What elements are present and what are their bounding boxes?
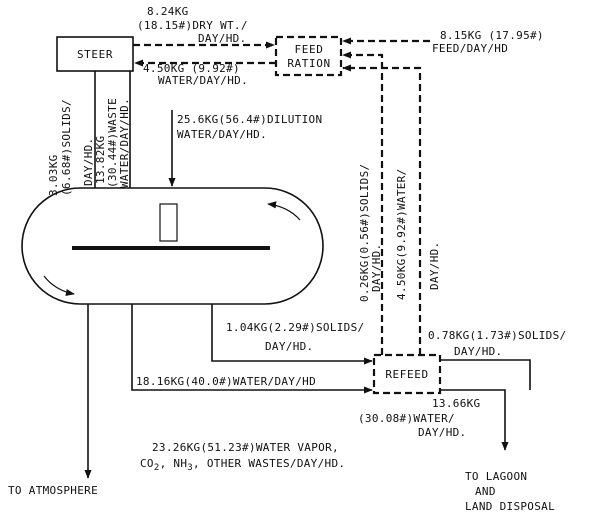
vapor-label: 23.26KG(51.23#)WATER VAPOR, CO2, NH3, OT… [140,441,345,473]
svg-text:DAY/HD.: DAY/HD. [418,426,466,439]
ration-label: RATION [287,57,330,70]
svg-text:0.78KG(1.73#)SOLIDS/: 0.78KG(1.73#)SOLIDS/ [428,329,566,342]
svg-text:WATER/DAY/HD.: WATER/DAY/HD. [177,128,267,141]
svg-text:AND: AND [475,485,496,498]
flow-arrow-left-icon [43,275,75,297]
return-water-arrow [342,64,422,355]
feed-label: FEED [295,43,324,56]
svg-text:WATER/DAY/HD.: WATER/DAY/HD. [158,74,248,87]
refeed-out-solids-label: 0.78KG(1.73#)SOLIDS/ DAY/HD. [428,329,566,358]
svg-text:23.26KG(51.23#)WATER VAPOR,: 23.26KG(51.23#)WATER VAPOR, [152,441,339,454]
lagoon-label: TO LAGOON AND LAND DISPOSAL [465,470,555,513]
steer-label: STEER [77,48,113,61]
svg-text:(18.15#)DRY WT./: (18.15#)DRY WT./ [137,19,248,32]
refeed-label: REFEED [385,368,428,381]
svg-text:DAY/HD.: DAY/HD. [370,244,383,292]
solids-to-refeed-arrow [211,304,373,365]
svg-text:CO2, NH3, OTHER WASTES/DAY/HD.: CO2, NH3, OTHER WASTES/DAY/HD. [140,457,345,473]
atmosphere-label: TO ATMOSPHERE [8,484,98,497]
svg-text:WATER/DAY/HD.: WATER/DAY/HD. [118,98,131,188]
steer-solids-label: 3.03KG (6.68#)SOLIDS/ DAY/HD. [47,99,95,196]
svg-text:(30.08#)WATER/: (30.08#)WATER/ [358,412,455,425]
svg-text:8.15KG (17.95#): 8.15KG (17.95#) [440,29,544,42]
oxidation-ditch [21,187,324,305]
svg-text:LAND DISPOSAL: LAND DISPOSAL [465,500,555,513]
svg-text:(6.68#)SOLIDS/: (6.68#)SOLIDS/ [60,99,73,196]
svg-text:1.04KG(2.29#)SOLIDS/: 1.04KG(2.29#)SOLIDS/ [226,321,364,334]
ditch-rotor [159,203,178,242]
to-refeed-solids-label: 1.04KG(2.29#)SOLIDS/ DAY/HD. [226,321,364,353]
svg-text:13.66KG: 13.66KG [432,397,480,410]
steer-waste-label: 13.82KG (30.44#)WASTE WATER/DAY/HD. [94,98,131,188]
svg-text:25.6KG(56.4#)DILUTION: 25.6KG(56.4#)DILUTION [177,113,322,126]
svg-text:DAY/HD.: DAY/HD. [454,345,502,358]
lagoon-arrow [440,389,509,451]
svg-text:TO LAGOON: TO LAGOON [465,470,527,483]
svg-text:13.82KG: 13.82KG [94,136,107,184]
steer-to-feed-dry-label: 8.24KG (18.15#)DRY WT./ DAY/HD. [137,5,248,45]
svg-text:FEED/DAY/HD: FEED/DAY/HD [432,42,508,55]
feed-to-steer-water-label: 4.50KG (9.92#) WATER/DAY/HD. [143,62,248,87]
water-to-refeed-arrow [131,304,373,394]
svg-text:DAY/HD.: DAY/HD. [428,242,441,290]
svg-text:DAY/HD.: DAY/HD. [198,32,246,45]
svg-text:3.03KG: 3.03KG [47,154,60,196]
return-solids-arrow [342,51,384,355]
refeed-out-line-upper [440,359,531,390]
svg-text:8.24KG: 8.24KG [147,5,189,18]
svg-text:0.26KG(0.56#)SOLIDS/: 0.26KG(0.56#)SOLIDS/ [358,164,371,302]
return-water-label: 4.50KG(9.92#)WATER/ DAY/HD. [395,168,441,300]
feed-ration-box: FEED RATION [274,35,343,77]
flow-arrow-right-icon [267,201,301,221]
ditch-outline [21,187,324,305]
dilution-label: 25.6KG(56.4#)DILUTION WATER/DAY/HD. [177,113,322,141]
refeed-out-water-label: 13.66KG (30.08#)WATER/ DAY/HD. [358,397,480,439]
svg-text:DAY/HD.: DAY/HD. [82,138,95,186]
return-solids-label: 0.26KG(0.56#)SOLIDS/ DAY/HD. [358,164,383,302]
svg-text:4.50KG(9.92#)WATER/: 4.50KG(9.92#)WATER/ [395,168,408,300]
svg-text:DAY/HD.: DAY/HD. [265,340,313,353]
refeed-box: REFEED [372,353,442,395]
to-refeed-water-label: 18.16KG(40.0#)WATER/DAY/HD [136,375,316,388]
svg-text:4.50KG (9.92#): 4.50KG (9.92#) [143,62,240,75]
steer-box: STEER [56,36,134,72]
svg-text:(30.44#)WASTE: (30.44#)WASTE [106,98,119,188]
feed-supply-label: 8.15KG (17.95#) FEED/DAY/HD [432,29,544,55]
